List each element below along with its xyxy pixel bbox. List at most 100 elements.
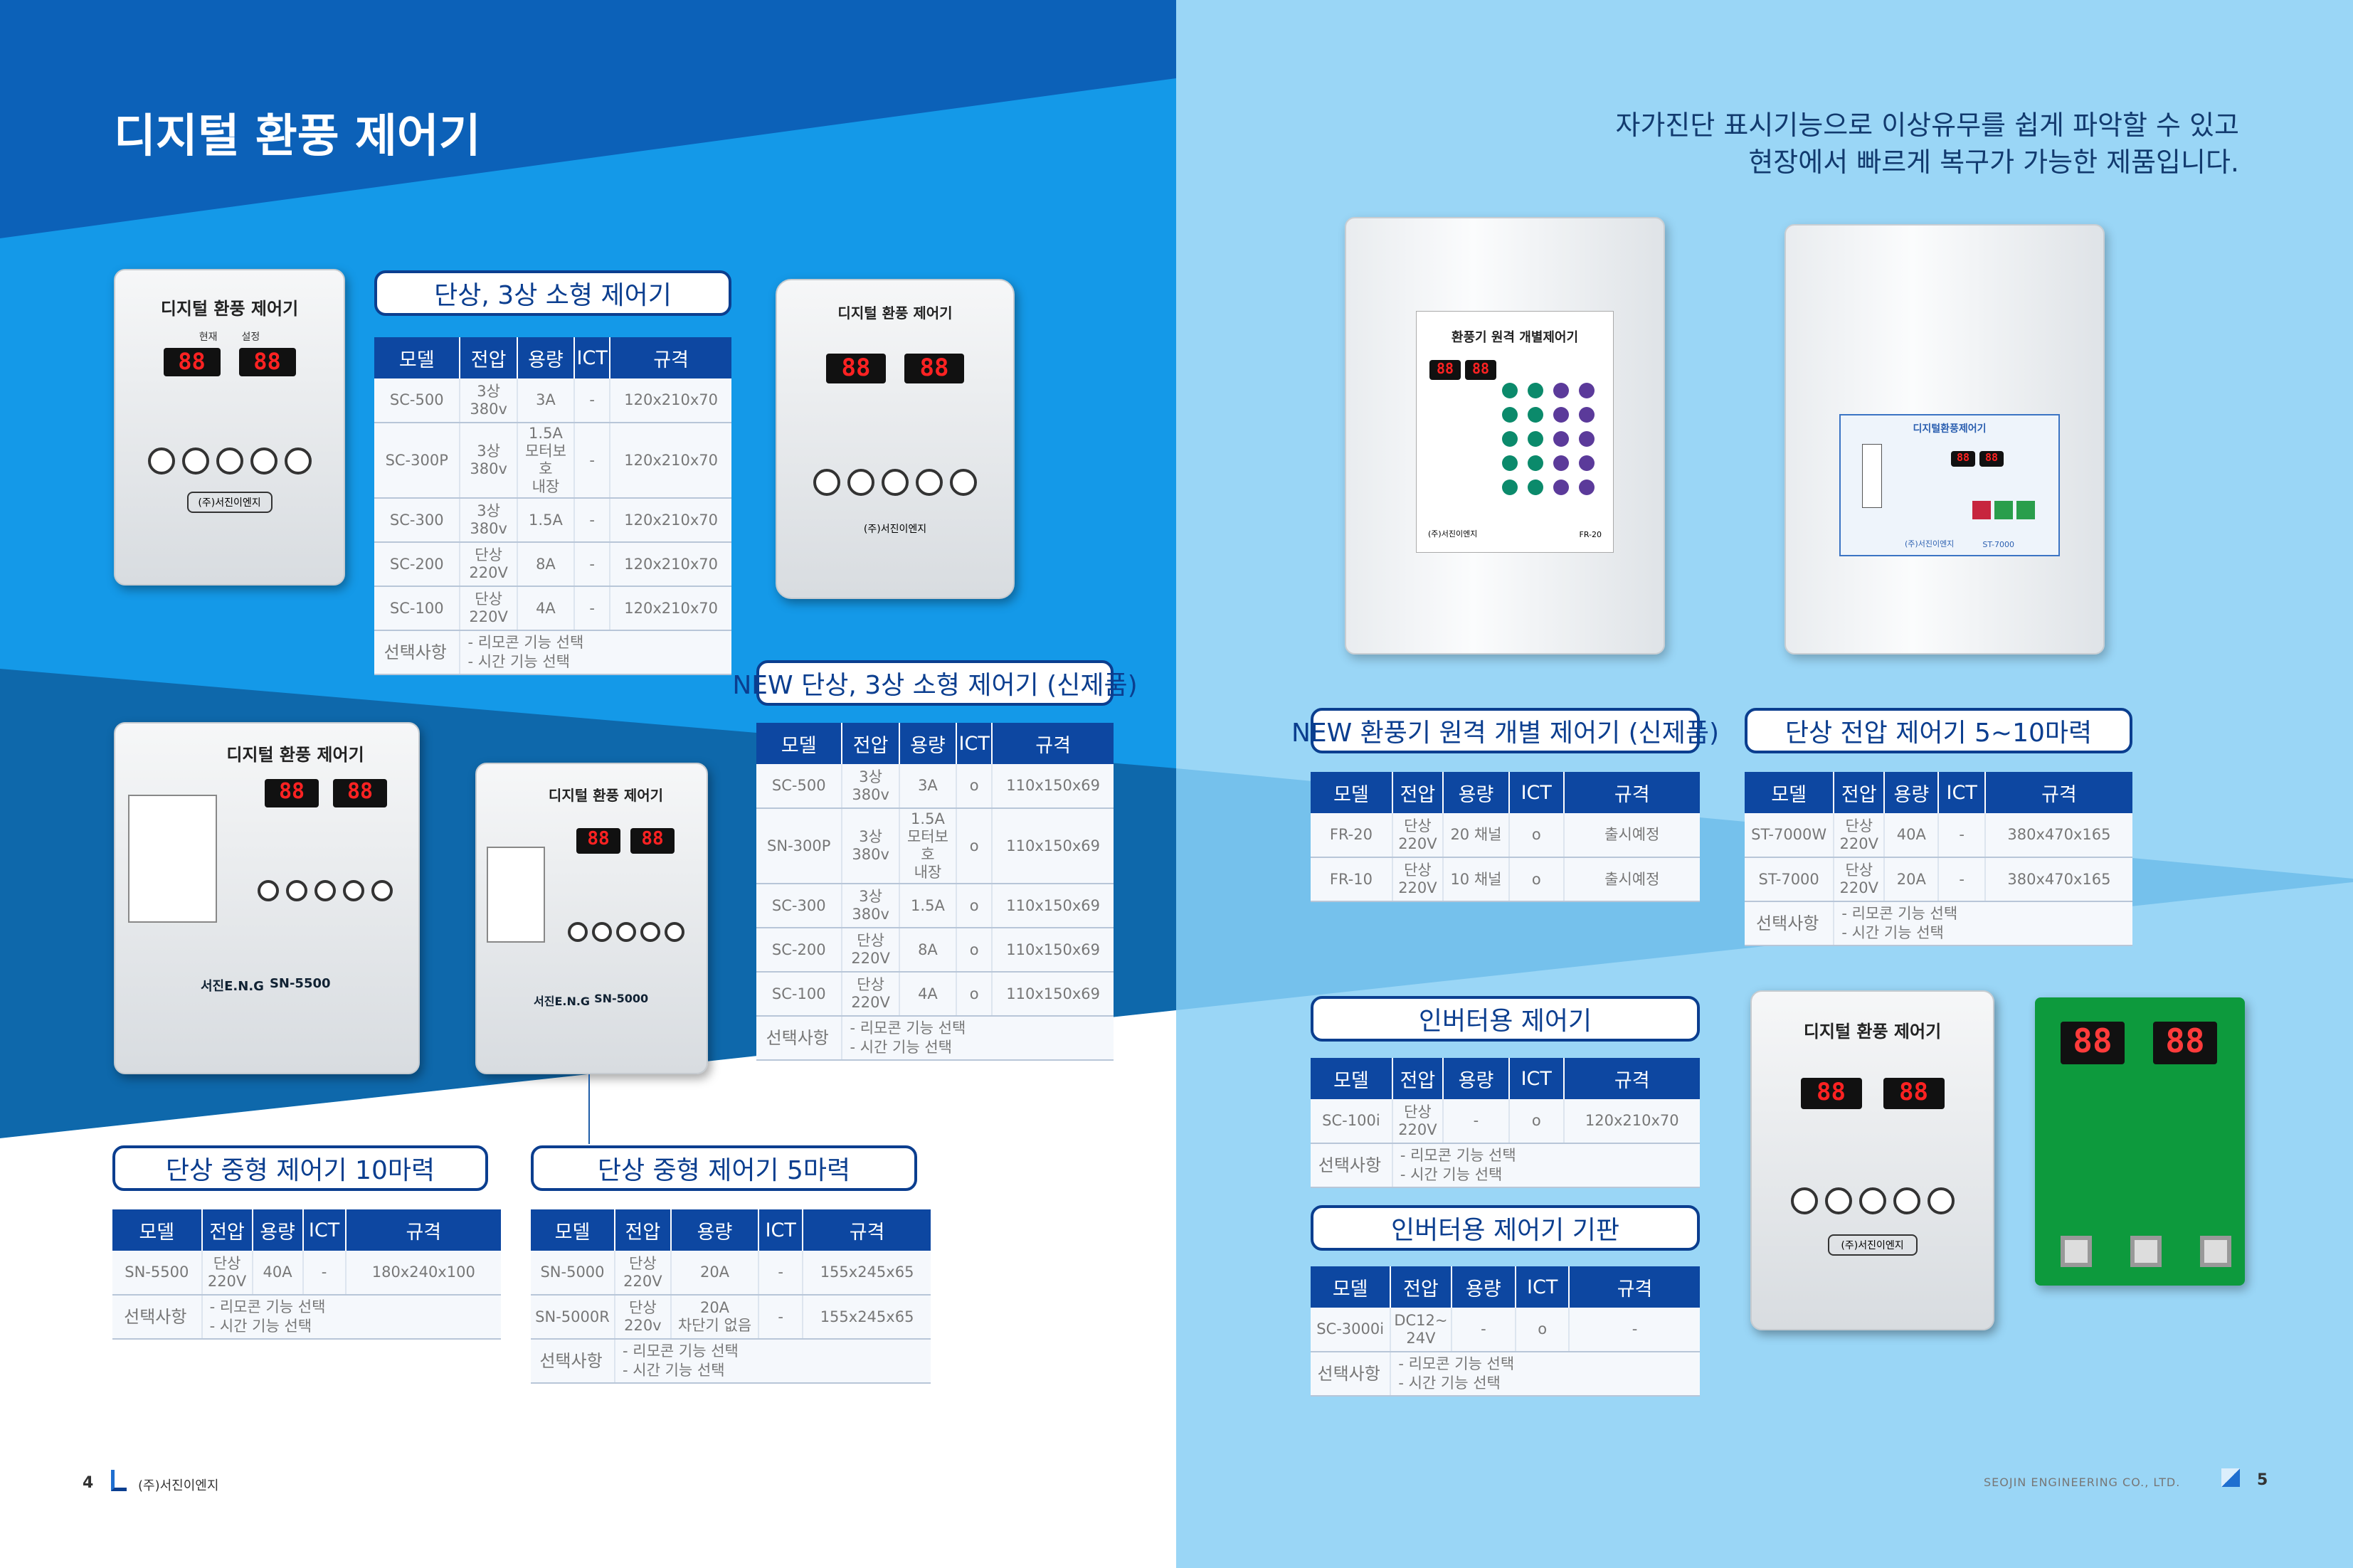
set-button-icon	[284, 447, 312, 475]
column-header: 규격	[1563, 772, 1700, 813]
table-cell: 1.5A	[517, 498, 576, 543]
table-cell: 단상 220V	[460, 586, 518, 631]
power-button-icon	[813, 469, 840, 496]
panel-title: 디지털환풍제어기	[1913, 423, 1987, 435]
table-cell: 단상 220V	[1392, 857, 1444, 902]
table-cell: 3상 380v	[842, 884, 900, 928]
table-cell: 1.5A	[899, 884, 958, 928]
section-title: 단상 중형 제어기 10마력	[112, 1145, 488, 1191]
table-cell: o	[1516, 1308, 1570, 1352]
table-cell: -	[574, 378, 611, 423]
options-label: 선택사항	[531, 1339, 616, 1384]
up-button-icon	[916, 469, 943, 496]
options-row: 선택사항- 리모콘 기능 선택 - 시간 기능 선택	[756, 1016, 1114, 1061]
led-display: 88	[1883, 1078, 1945, 1109]
column-header: 전압	[615, 1209, 672, 1251]
column-header: 전압	[1834, 772, 1886, 813]
column-header: 모델	[112, 1209, 203, 1251]
table-cell: 180x240x100	[345, 1251, 501, 1296]
column-header: ICT	[1508, 772, 1565, 813]
column-header: 모델	[531, 1209, 616, 1251]
table-cell: 380x470x165	[1984, 857, 2132, 902]
table-cell: 1.5A 모터보호 내장	[517, 423, 576, 499]
led-display: 88	[576, 828, 620, 854]
column-header: 모델	[374, 337, 461, 378]
table-cell: 10 채널	[1442, 857, 1510, 902]
model-name: SN-5000	[594, 992, 649, 1005]
led-display: 88	[163, 348, 221, 376]
brand-badge: (주)서진이엔지	[863, 524, 927, 535]
page-number-left: 4	[83, 1474, 94, 1492]
table-cell: 단상 220V	[842, 972, 900, 1017]
play-button-icon	[882, 469, 909, 496]
table-cell: -	[1938, 857, 1986, 902]
table-cell: SN-5000R	[531, 1295, 616, 1340]
options-row: 선택사항- 리모콘 기능 선택 - 시간 기능 선택	[531, 1339, 931, 1384]
logo-icon	[2221, 1468, 2240, 1487]
options-text: - 리모콘 기능 선택 - 시간 기능 선택	[842, 1016, 1114, 1061]
table-cell: o	[956, 764, 993, 809]
table-cell: 단상 220V	[1834, 857, 1886, 902]
model-name: SN-5500	[269, 976, 331, 991]
table-cell: 4A	[899, 972, 958, 1017]
connector-line	[588, 1074, 590, 1144]
options-row: 선택사항- 리모콘 기능 선택 - 시간 기능 선택	[1745, 901, 2132, 946]
table-cell: 155x245x65	[803, 1295, 931, 1340]
table-cell: SC-200	[756, 928, 843, 973]
down-button-icon	[1824, 1187, 1852, 1214]
play-button-icon	[665, 922, 684, 942]
column-header: 전압	[842, 723, 900, 764]
options-row: 선택사항- 리모콘 기능 선택 - 시간 기능 선택	[1311, 1143, 1700, 1188]
led-display: 88	[2061, 1022, 2125, 1064]
pcb-buttons	[2061, 1236, 2231, 1267]
table-cell: 3상 380v	[842, 808, 900, 884]
column-header: 용량	[1451, 1266, 1517, 1308]
table-cell: 단상 220V	[1834, 813, 1886, 858]
section-title: 인버터용 제어기	[1311, 996, 1700, 1042]
table-cell: 단상 220V	[1392, 1099, 1444, 1144]
table-cell: 380x470x165	[1984, 813, 2132, 858]
table-cell: o	[1508, 1099, 1565, 1144]
control-buttons	[1972, 501, 2035, 519]
panel-title: 디지털 환풍 제어기	[226, 745, 364, 765]
column-header: 모델	[1311, 1266, 1392, 1308]
table-cell: 120x210x70	[610, 498, 731, 543]
table-cell: 단상 220V	[201, 1251, 253, 1296]
table-cell: 3상 380v	[460, 423, 518, 499]
led-display: 88	[904, 354, 964, 383]
table-cell: FR-20	[1311, 813, 1393, 858]
column-header: 용량	[1884, 772, 1940, 813]
stop-button-icon	[1972, 501, 1991, 519]
table-cell: 120x210x70	[610, 378, 731, 423]
table-cell: 단상 220V	[615, 1251, 672, 1296]
brand-badge: (주)서진이엔지	[1905, 539, 1955, 549]
column-header: 용량	[670, 1209, 760, 1251]
led-display: 88	[826, 354, 886, 383]
table-cell: FR-10	[1311, 857, 1393, 902]
column-header: 전압	[201, 1209, 253, 1251]
column-header: ICT	[1508, 1058, 1565, 1099]
column-header: 모델	[1311, 1058, 1393, 1099]
product-sc-controller: 디지털 환풍 제어기 현재 설정 88 88 (주)서진이엔지	[114, 269, 345, 586]
panel-title: 환풍기 원격 개별제어기	[1451, 330, 1579, 345]
table-cell: 20A	[1884, 857, 1940, 902]
column-header: 규격	[345, 1209, 501, 1251]
column-header: ICT	[574, 337, 611, 378]
control-buttons	[115, 447, 344, 475]
section-title: 인버터용 제어기 기판	[1311, 1205, 1700, 1251]
column-header: 규격	[803, 1209, 931, 1251]
section-title: NEW 환풍기 원격 개별 제어기 (신제품)	[1291, 708, 1719, 753]
table-cell: 3A	[517, 378, 576, 423]
down-button-icon	[1994, 501, 2013, 519]
breaker-icon	[487, 847, 545, 943]
options-label: 선택사항	[374, 630, 461, 675]
channel-buttons	[1502, 383, 1595, 495]
table-cell: SC-300P	[374, 423, 461, 499]
brand-name: 서진E.N.G	[534, 995, 591, 1008]
play-button-icon	[1927, 1187, 1955, 1214]
table-cell: -	[1938, 813, 1986, 858]
